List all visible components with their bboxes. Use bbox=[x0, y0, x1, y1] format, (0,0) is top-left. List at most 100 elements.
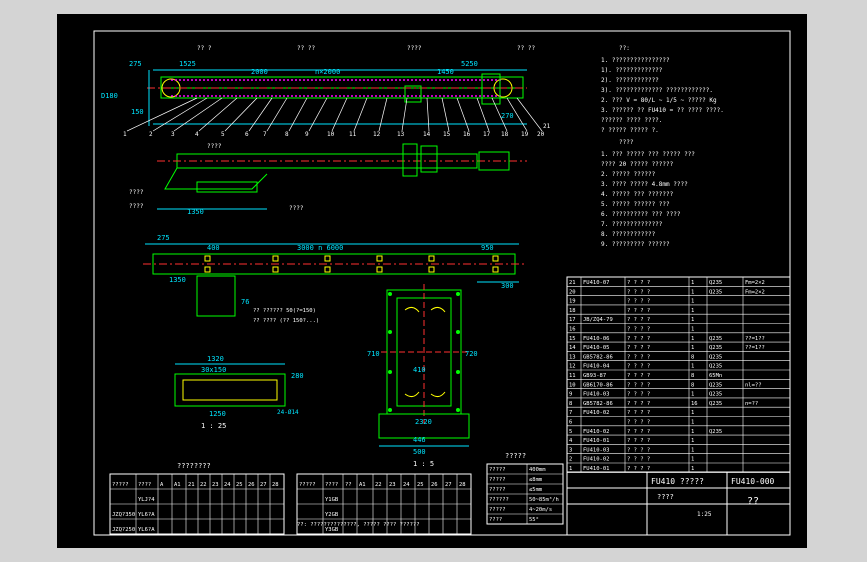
notes-heading: ??: bbox=[619, 45, 630, 52]
spec_table_2-cell: Y3GB bbox=[325, 527, 339, 533]
spec_table_2-cell: 27 bbox=[445, 482, 452, 488]
parts-cell: 1 bbox=[691, 420, 694, 426]
side-label-3: ???? bbox=[129, 203, 144, 210]
spec_table_1-cell: 23 bbox=[212, 482, 219, 488]
parts-cell: 1 bbox=[569, 466, 572, 472]
parts-cell: 21 bbox=[569, 280, 576, 286]
note-line-4: 3). ????????????? ????????????. bbox=[601, 87, 713, 94]
front-dim-446: 446 bbox=[413, 436, 426, 444]
note-line-2: 1). ????????????? bbox=[601, 67, 663, 74]
section-inner bbox=[182, 379, 278, 401]
parts-cell: FU410-03 bbox=[583, 447, 610, 453]
front-view: 710 410 720 446 500 2320 1 : 5 bbox=[367, 284, 478, 468]
section-outer bbox=[174, 373, 286, 407]
motor-base bbox=[196, 181, 258, 193]
spec_table_2-cell: A1 bbox=[359, 482, 366, 488]
note-line-17: 7. ?????????????? bbox=[601, 221, 663, 228]
parts-cell: ? ? ? ? bbox=[627, 457, 650, 463]
parts-cell: Q235 bbox=[709, 382, 722, 388]
section-dim-280: 280 bbox=[291, 372, 304, 380]
balloon-11: 11 bbox=[349, 131, 357, 138]
plan-view: 275 400 3000 n 6000 950 1350 76 300 ?? ?… bbox=[143, 234, 527, 324]
housing-upper bbox=[160, 76, 524, 89]
parts-cell: 1 bbox=[691, 466, 694, 472]
discharge-box bbox=[404, 85, 422, 103]
parts-cell: nl=?? bbox=[745, 382, 762, 388]
parts-cell: ? ? ? ? bbox=[627, 401, 650, 407]
elev-dim-1450: 1450 bbox=[437, 68, 454, 76]
front-dim-500: 500 bbox=[413, 448, 426, 456]
spec_table_2-cell: ???? bbox=[325, 482, 338, 488]
spec2-footnote: ??: ??????????????, ????? ???? ?????? bbox=[297, 522, 420, 528]
side-view: 1350 ???? ???? ???? ???? bbox=[129, 143, 527, 216]
plan-dim-3000: 3000 n 6000 bbox=[297, 244, 343, 252]
parts-cell: ? ? ? ? bbox=[627, 382, 650, 388]
parts-cell: 1 bbox=[691, 336, 694, 342]
parts-cell: ? ? ? ? bbox=[627, 299, 650, 305]
front-base bbox=[378, 413, 470, 439]
parts-cell: 1 bbox=[691, 308, 694, 314]
balloon-10: 10 bbox=[327, 131, 335, 138]
front-dim-710: 710 bbox=[367, 350, 380, 358]
spec_table_3-cell: 4~20m/s bbox=[529, 507, 552, 513]
note-line-9: ???? bbox=[619, 139, 634, 146]
plan-dim-950: 950 bbox=[481, 244, 494, 252]
note-line-11: ???? 20 ????? ?????? bbox=[601, 161, 674, 168]
parts-cell: 19 bbox=[569, 299, 576, 305]
note-line-3: 2). ???????????? bbox=[601, 77, 659, 84]
front-bolt-ring bbox=[388, 292, 460, 412]
parts-cell: n=?? bbox=[745, 401, 758, 407]
spec_table_1-cell: 26 bbox=[248, 482, 255, 488]
parts-cell: GB5782-86 bbox=[583, 354, 613, 360]
balloon-8: 8 bbox=[285, 131, 289, 138]
plan-dim-300: 300 bbox=[501, 282, 514, 290]
parts-cell: 8 bbox=[691, 373, 694, 379]
parts-cell: ? ? ? ? bbox=[627, 317, 650, 323]
front-hook-lower bbox=[404, 391, 446, 398]
plan-head-frame bbox=[196, 275, 236, 317]
elev-dim-275: 275 bbox=[129, 60, 142, 68]
balloon-15: 15 bbox=[443, 131, 451, 138]
spec_table_1-title: ???????? bbox=[177, 462, 211, 470]
parts-cell: 1 bbox=[691, 392, 694, 398]
parts-cell: GB93-87 bbox=[583, 373, 606, 379]
parts-cell: 20 bbox=[569, 289, 576, 295]
spec_table_3-cell: 55° bbox=[529, 517, 539, 523]
spec_table_1-cell: A bbox=[160, 482, 164, 488]
parts-cell: FU410-03 bbox=[583, 392, 610, 398]
title-scale: 1:25 bbox=[697, 511, 712, 518]
spec_table_3-cell: ?????? bbox=[489, 497, 509, 503]
note-line-10: 1. ??? ????? ??? ????? ??? bbox=[601, 151, 695, 158]
parts-cell: Fm=2×2 bbox=[745, 289, 765, 295]
elev-label-3: ?? ?? bbox=[517, 45, 535, 52]
parts-cell: ? ? ? ? bbox=[627, 429, 650, 435]
spec_table_3-cell: 50~85m³/h bbox=[529, 496, 559, 503]
parts-cell: 18 bbox=[569, 308, 576, 314]
parts-cell: 8 bbox=[569, 401, 572, 407]
parts-cell: 16 bbox=[691, 401, 698, 407]
title-drawing-no: FU410-000 bbox=[731, 477, 775, 486]
parts-cell: ? ? ? ? bbox=[627, 392, 650, 398]
parts-cell: ? ? ? ? bbox=[627, 354, 650, 360]
balloon-4: 4 bbox=[195, 131, 199, 138]
parts-cell: 1 bbox=[691, 299, 694, 305]
balloon-6: 6 bbox=[245, 131, 249, 138]
support-leg bbox=[164, 167, 268, 190]
balloon-20: 20 bbox=[537, 131, 545, 138]
parts-cell: 5 bbox=[569, 429, 572, 435]
parts-cell: FU410-02 bbox=[583, 457, 610, 463]
section-dim-30x150: 30x150 bbox=[201, 366, 226, 374]
spec_table_1-cell: A1 bbox=[174, 482, 181, 488]
side-label-2: ???? bbox=[129, 189, 144, 196]
parts-cell: 14 bbox=[569, 345, 576, 351]
spec_table_1-cell: JZQ?350 bbox=[112, 512, 135, 518]
note-line-12: 2. ????? ?????? bbox=[601, 171, 656, 178]
balloon-5: 5 bbox=[221, 131, 225, 138]
spec_table_2-cell: Y2GB bbox=[325, 512, 339, 518]
spec_table_2-cell: 22 bbox=[375, 482, 382, 488]
parts-cell: 1 bbox=[691, 327, 694, 333]
spec_table_3-cell: ????? bbox=[489, 477, 506, 483]
plan-dim-275: 275 bbox=[157, 234, 170, 242]
elev-dim-d180: D180 bbox=[101, 92, 118, 100]
